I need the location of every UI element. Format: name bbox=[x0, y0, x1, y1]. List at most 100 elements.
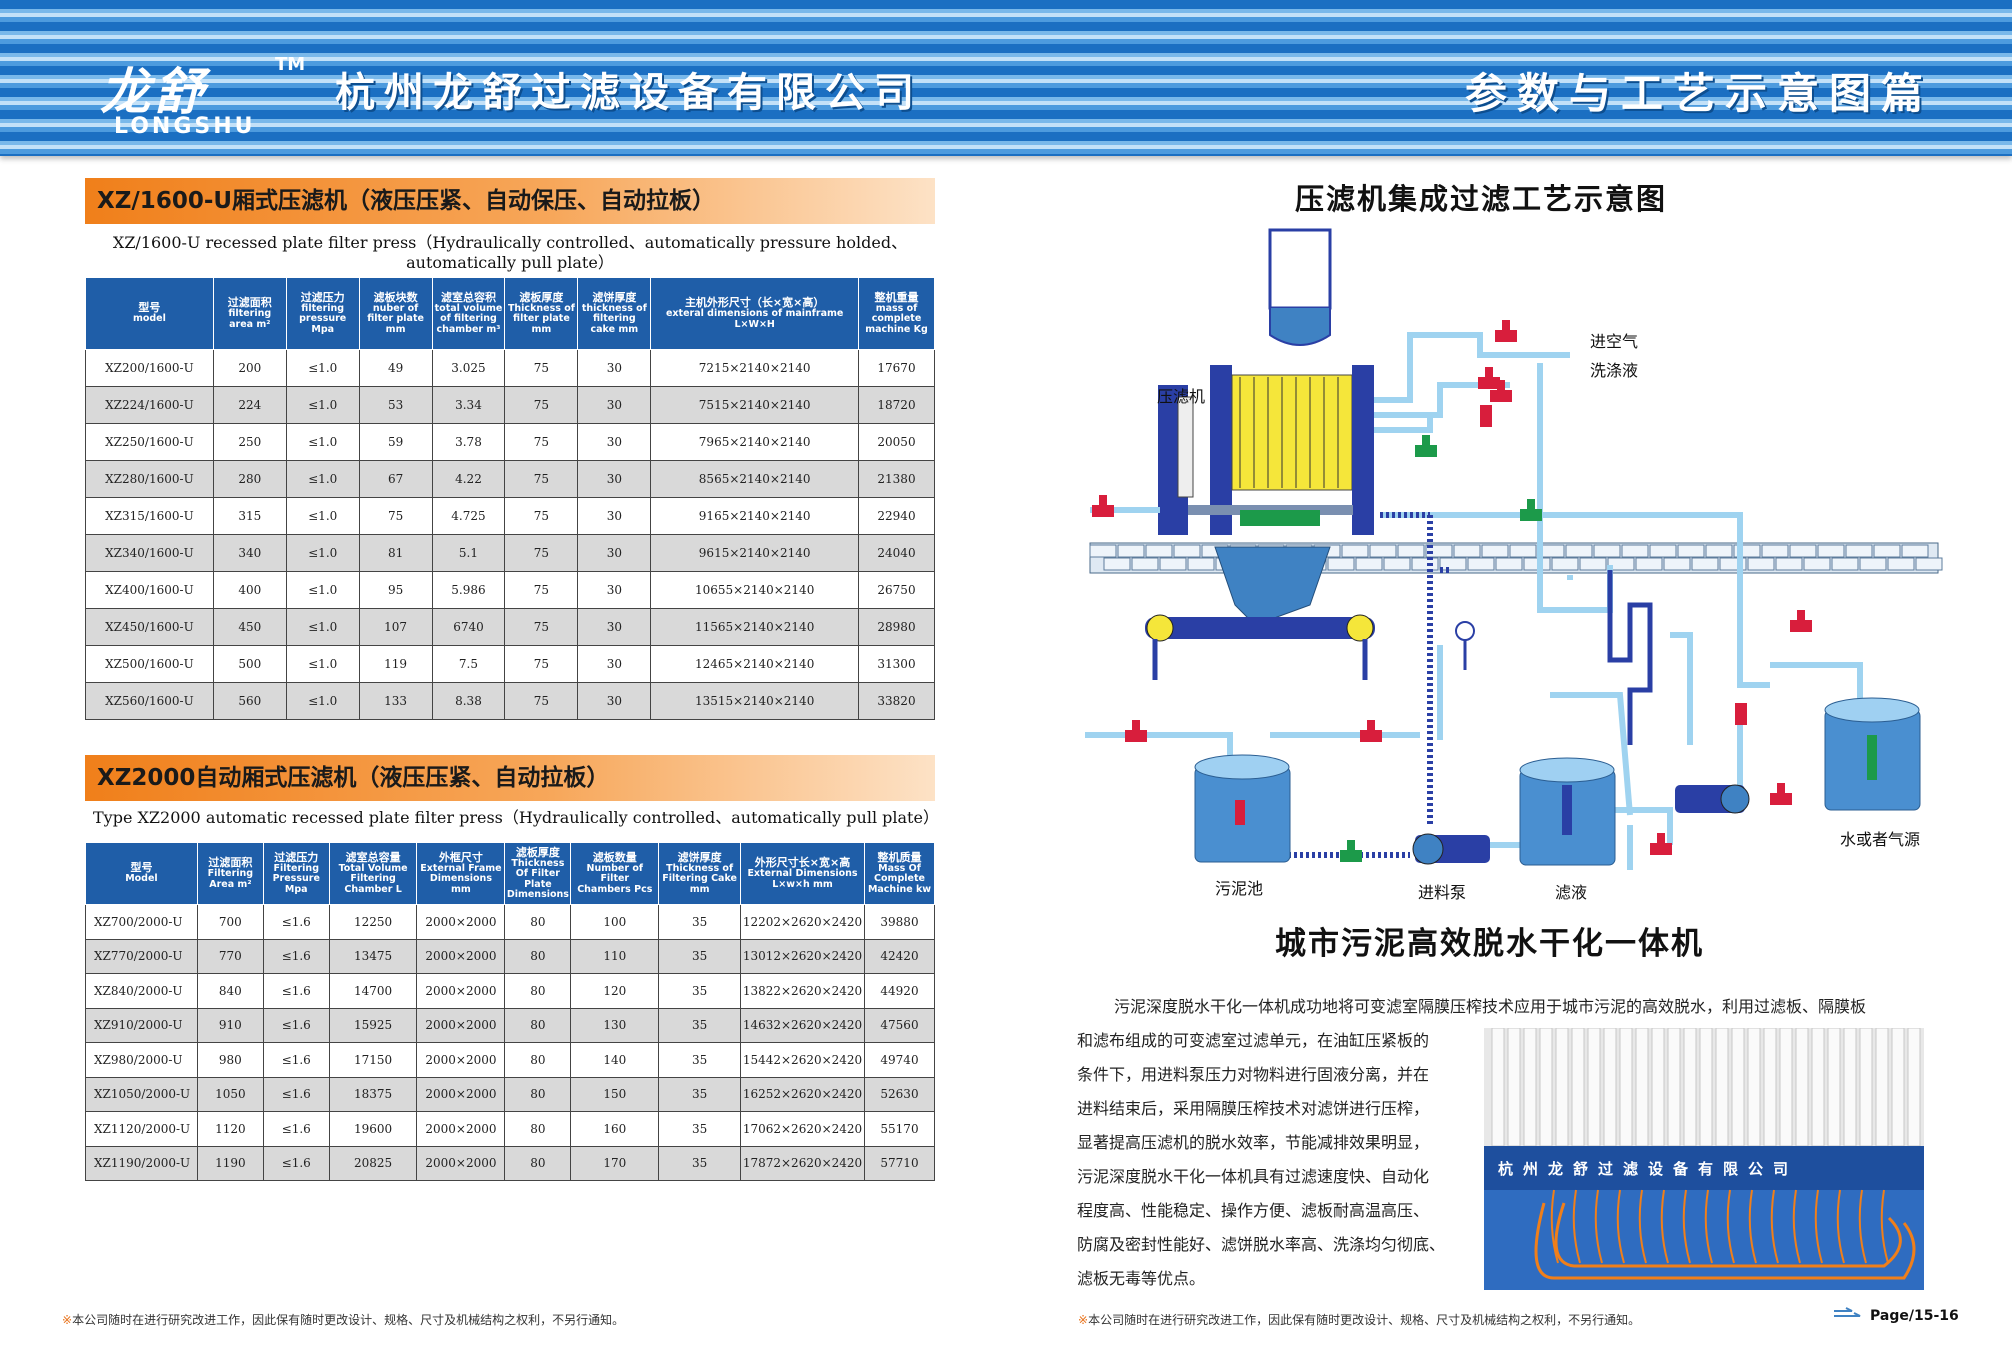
table-cell: 280 bbox=[212, 460, 287, 498]
table-cell: XZ980/2000-U bbox=[85, 1042, 198, 1078]
brick bbox=[1187, 557, 1215, 571]
table-cell: 133 bbox=[358, 682, 433, 720]
table-cell: 80 bbox=[504, 1076, 572, 1112]
table-cell: ≤1.6 bbox=[262, 1111, 330, 1147]
table-cell: 150 bbox=[570, 1076, 660, 1112]
table-cell: 980 bbox=[196, 1042, 264, 1078]
label-wash: 洗涤液 bbox=[1590, 361, 1639, 380]
table-cell: 30 bbox=[577, 349, 652, 387]
photo-hose bbox=[1748, 1189, 1757, 1264]
table-cell: 910 bbox=[196, 1007, 264, 1043]
table-cell: 13012×2620×2420 bbox=[740, 938, 865, 974]
table-cell: 5.1 bbox=[431, 534, 506, 572]
table-cell: XZ700/2000-U bbox=[85, 904, 198, 940]
brick bbox=[1495, 557, 1523, 571]
table-cell: 2000×2000 bbox=[416, 938, 506, 974]
brick bbox=[1915, 557, 1943, 571]
table-cell: 17062×2620×2420 bbox=[740, 1111, 865, 1147]
table-cell: 39880 bbox=[864, 904, 935, 940]
photo-filter-plate bbox=[1795, 1028, 1809, 1147]
table-cell: 30 bbox=[577, 534, 652, 572]
photo-hose bbox=[1550, 1189, 1559, 1264]
brick bbox=[1369, 544, 1397, 558]
photo-filter-plate bbox=[1859, 1028, 1873, 1147]
table-cell: 17150 bbox=[328, 1042, 418, 1078]
photo-hose bbox=[1792, 1189, 1801, 1264]
photo-hose bbox=[1682, 1189, 1691, 1264]
table-cell: 26750 bbox=[858, 571, 935, 609]
table-cell: 30 bbox=[577, 497, 652, 535]
table-cell: 2000×2000 bbox=[416, 1145, 506, 1181]
table-cell: 9615×2140×2140 bbox=[650, 534, 860, 572]
table-cell: 13822×2620×2420 bbox=[740, 973, 865, 1009]
brick bbox=[1117, 544, 1145, 558]
brick bbox=[1439, 557, 1467, 571]
table-cell: ≤1.6 bbox=[262, 973, 330, 1009]
valves bbox=[1092, 320, 1812, 862]
table-cell: 80 bbox=[504, 1145, 572, 1181]
table-cell: 35 bbox=[658, 1007, 742, 1043]
label-water-source: 水或者气源 bbox=[1840, 830, 1921, 849]
brick bbox=[1663, 557, 1691, 571]
table-cell: 18720 bbox=[858, 386, 935, 424]
photo-filter-plate bbox=[1779, 1028, 1793, 1147]
table-cell: XZ224/1600-U bbox=[85, 386, 214, 424]
photo-hose bbox=[1858, 1189, 1867, 1264]
table-cell: 110 bbox=[570, 938, 660, 974]
table-cell: 7.5 bbox=[431, 645, 506, 683]
table-cell: 49 bbox=[358, 349, 433, 387]
brick bbox=[1131, 557, 1159, 571]
sludge-pipe bbox=[1270, 512, 1450, 858]
brick bbox=[1873, 544, 1901, 558]
photo-hose bbox=[1660, 1189, 1669, 1264]
filtrate-pipe bbox=[1607, 570, 1653, 745]
brick bbox=[1173, 544, 1201, 558]
photo-filter-plate bbox=[1667, 1028, 1681, 1147]
brick bbox=[1789, 544, 1817, 558]
conveyor-belt bbox=[1145, 614, 1375, 680]
photo-filter-plate bbox=[1571, 1028, 1585, 1147]
brick bbox=[1859, 557, 1887, 571]
table-cell: 3.78 bbox=[431, 423, 506, 461]
photo-filter-plate bbox=[1907, 1028, 1921, 1147]
process-diagram bbox=[1085, 228, 1943, 870]
hose-coils bbox=[1534, 1202, 1916, 1280]
table-cell: XZ340/1600-U bbox=[85, 534, 214, 572]
table-cell: 2000×2000 bbox=[416, 904, 506, 940]
brick bbox=[1341, 544, 1369, 558]
table-cell: 95 bbox=[358, 571, 433, 609]
photo-hose bbox=[1572, 1189, 1581, 1264]
table-cell: 7215×2140×2140 bbox=[650, 349, 860, 387]
brick bbox=[1775, 557, 1803, 571]
label-feed-pump: 进料泵 bbox=[1418, 883, 1467, 902]
photo-hose bbox=[1814, 1189, 1823, 1264]
table-cell: 770 bbox=[196, 938, 264, 974]
table-cell: 42420 bbox=[864, 938, 935, 974]
photo-filter-plate bbox=[1619, 1028, 1633, 1147]
table-cell: 30 bbox=[577, 423, 652, 461]
table-cell: 400 bbox=[212, 571, 287, 609]
table-cell: 100 bbox=[570, 904, 660, 940]
page-header: 龙舒 TM LONGSHU 杭州龙舒过滤设备有限公司 参数与工艺示意图篇 bbox=[0, 0, 2012, 156]
brick bbox=[1481, 544, 1509, 558]
table-cell: 80 bbox=[504, 904, 572, 940]
table-cell: 17670 bbox=[858, 349, 935, 387]
logo-chinese: 龙舒 bbox=[100, 63, 208, 121]
diagram-title: 压滤机集成过滤工艺示意图 bbox=[1295, 182, 1668, 216]
table-cell: ≤1.6 bbox=[262, 1076, 330, 1112]
table-cell: 75 bbox=[358, 497, 433, 535]
product-paragraph-first: 污泥深度脱水干化一体机成功地将可变滤室隔膜压榨技术应用于城市污泥的高效脱水，利用… bbox=[1114, 997, 1867, 1016]
